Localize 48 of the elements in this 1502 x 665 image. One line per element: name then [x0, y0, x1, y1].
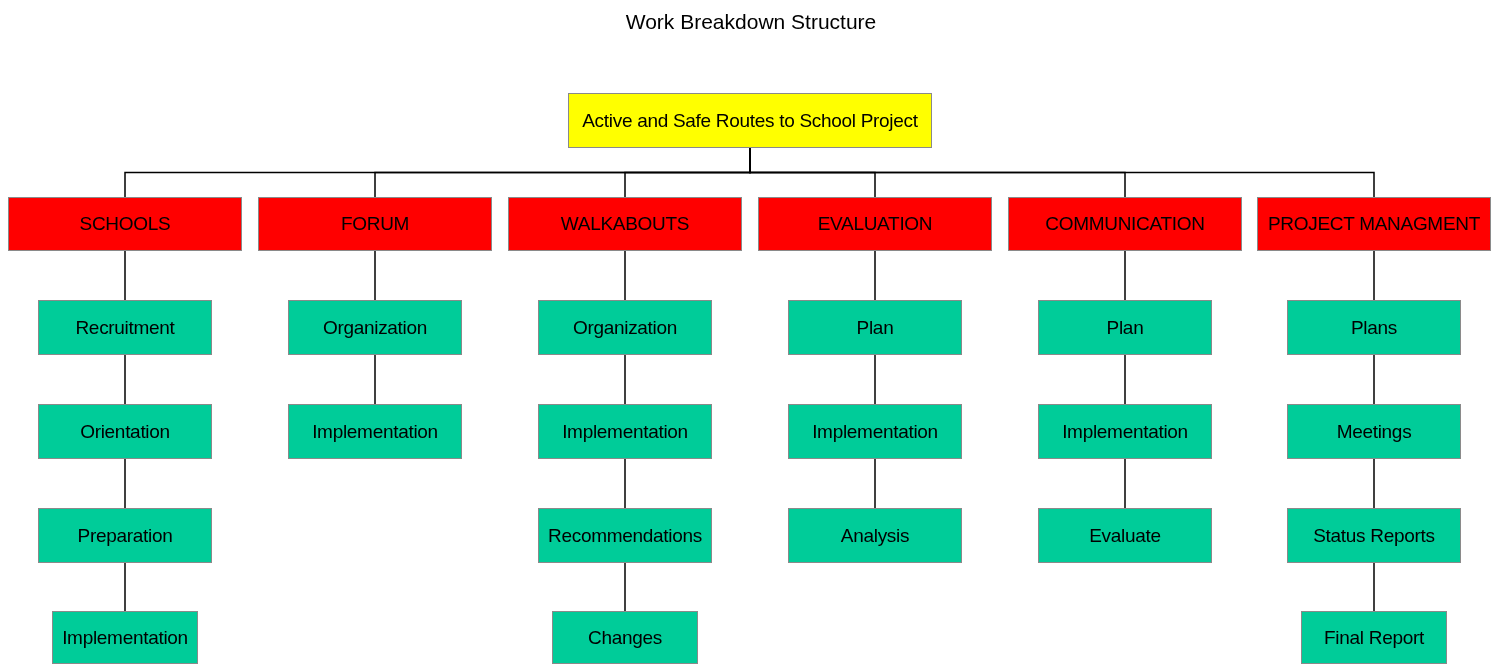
connector-line [624, 354, 626, 405]
connector-line [374, 250, 376, 301]
task-box: Changes [552, 611, 698, 664]
project-box: Active and Safe Routes to School Project [568, 93, 932, 148]
connector-line [874, 354, 876, 405]
connector-line [124, 250, 126, 301]
connector-line [374, 354, 376, 405]
connector-line [1373, 562, 1375, 612]
task-box: Plan [788, 300, 962, 355]
task-box: Organization [288, 300, 462, 355]
connector-line [624, 250, 626, 301]
task-box: Evaluate [1038, 508, 1212, 563]
task-box: Status Reports [1287, 508, 1461, 563]
connector-line [1124, 354, 1126, 405]
connector-line [1373, 250, 1375, 301]
category-box: FORUM [258, 197, 492, 251]
task-box: Recommendations [538, 508, 712, 563]
connector-line [874, 458, 876, 509]
task-box: Plans [1287, 300, 1461, 355]
connector-line [124, 354, 126, 405]
task-box: Orientation [38, 404, 212, 459]
task-box: Implementation [288, 404, 462, 459]
task-box: Final Report [1301, 611, 1447, 664]
connector-line [624, 562, 626, 612]
category-box: COMMUNICATION [1008, 197, 1242, 251]
category-box: WALKABOUTS [508, 197, 742, 251]
category-box: PROJECT MANAGMENT [1257, 197, 1491, 251]
task-box: Preparation [38, 508, 212, 563]
diagram-title: Work Breakdown Structure [625, 10, 877, 34]
connector-line [1124, 458, 1126, 509]
category-box: SCHOOLS [8, 197, 242, 251]
connector-line [1373, 354, 1375, 405]
task-box: Plan [1038, 300, 1212, 355]
connector-line [874, 250, 876, 301]
connector-line [124, 562, 126, 612]
task-box: Implementation [788, 404, 962, 459]
task-box: Implementation [538, 404, 712, 459]
connector-line [124, 458, 126, 509]
task-box: Organization [538, 300, 712, 355]
task-box: Implementation [52, 611, 198, 664]
connector-line [624, 458, 626, 509]
connector-line [1373, 458, 1375, 509]
category-box: EVALUATION [758, 197, 992, 251]
task-box: Meetings [1287, 404, 1461, 459]
task-box: Implementation [1038, 404, 1212, 459]
task-box: Recruitment [38, 300, 212, 355]
task-box: Analysis [788, 508, 962, 563]
connector-line [1124, 250, 1126, 301]
